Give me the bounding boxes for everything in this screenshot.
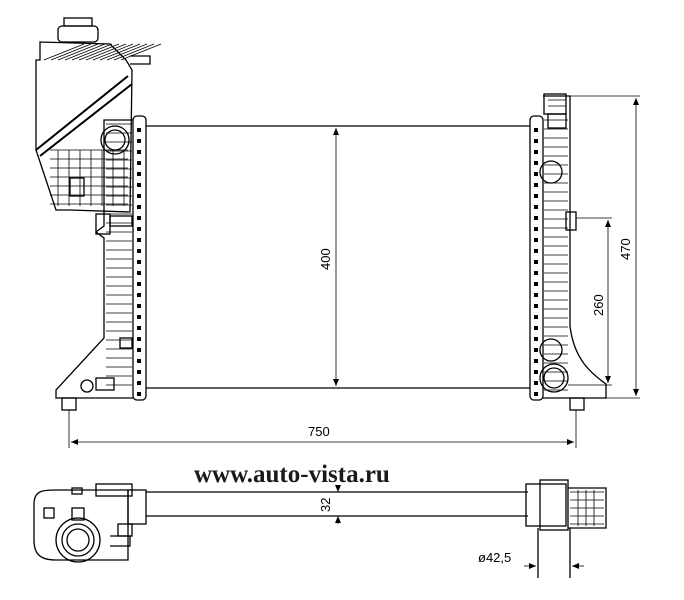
front-view: 400 470 260 750 [35,17,640,448]
label-total-height: 470 [618,238,633,260]
dimension-core-height: 400 [318,128,339,386]
outlet-connector-plan [525,479,607,578]
label-depth: 32 [318,498,333,512]
label-width: 750 [308,424,330,439]
right-side-tank [529,93,607,411]
dimension-outlet-offset: 260 [568,217,612,386]
dimension-depth: 32 [318,485,341,524]
radiator-core [146,125,530,389]
dimension-pipe-diameter: ø42,5 [478,550,584,569]
label-outlet-offset: 260 [591,294,606,316]
dimension-width: 750 [68,410,577,448]
expansion-tank [35,17,162,213]
label-core-height: 400 [318,248,333,270]
watermark-url: www.auto-vista.ru [194,461,390,488]
label-pipe-diameter: ø42,5 [478,550,511,565]
dimension-total-height: 470 [566,95,640,399]
top-view: 32 ø42,5 [33,479,607,578]
expansion-tank-plan [33,483,147,563]
left-side-tank [55,115,147,411]
